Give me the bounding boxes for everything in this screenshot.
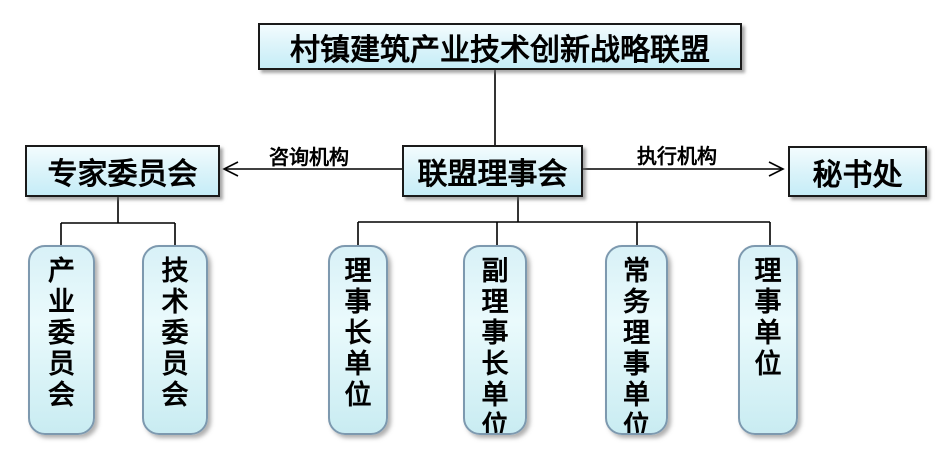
node-standing-director-unit: 常务理事单位: [605, 245, 668, 435]
node-vice-chairman-unit-label: 副理事长单位: [481, 256, 509, 435]
node-industry-committee-label: 产业委员会: [48, 256, 75, 410]
node-director-unit-label: 理事单位: [754, 256, 782, 379]
edge-label-advisory: 咨询机构: [269, 145, 349, 169]
node-technology-committee-label: 技术委员会: [161, 256, 189, 410]
node-alliance-root: 村镇建筑产业技术创新战略联盟: [258, 23, 742, 70]
node-industry-committee: 产业委员会: [28, 245, 95, 435]
node-secretariat: 秘书处: [788, 146, 927, 197]
node-expert-committee: 专家委员会: [25, 145, 220, 197]
node-chairman-unit: 理事长单位: [328, 245, 388, 435]
node-alliance-council: 联盟理事会: [402, 145, 583, 197]
node-vice-chairman-unit: 副理事长单位: [463, 245, 527, 435]
node-chairman-unit-label: 理事长单位: [344, 256, 372, 410]
node-technology-committee: 技术委员会: [142, 245, 208, 435]
node-standing-director-unit-label: 常务理事单位: [623, 256, 650, 435]
edge-label-executive: 执行机构: [637, 144, 717, 168]
node-director-unit: 理事单位: [738, 245, 798, 435]
